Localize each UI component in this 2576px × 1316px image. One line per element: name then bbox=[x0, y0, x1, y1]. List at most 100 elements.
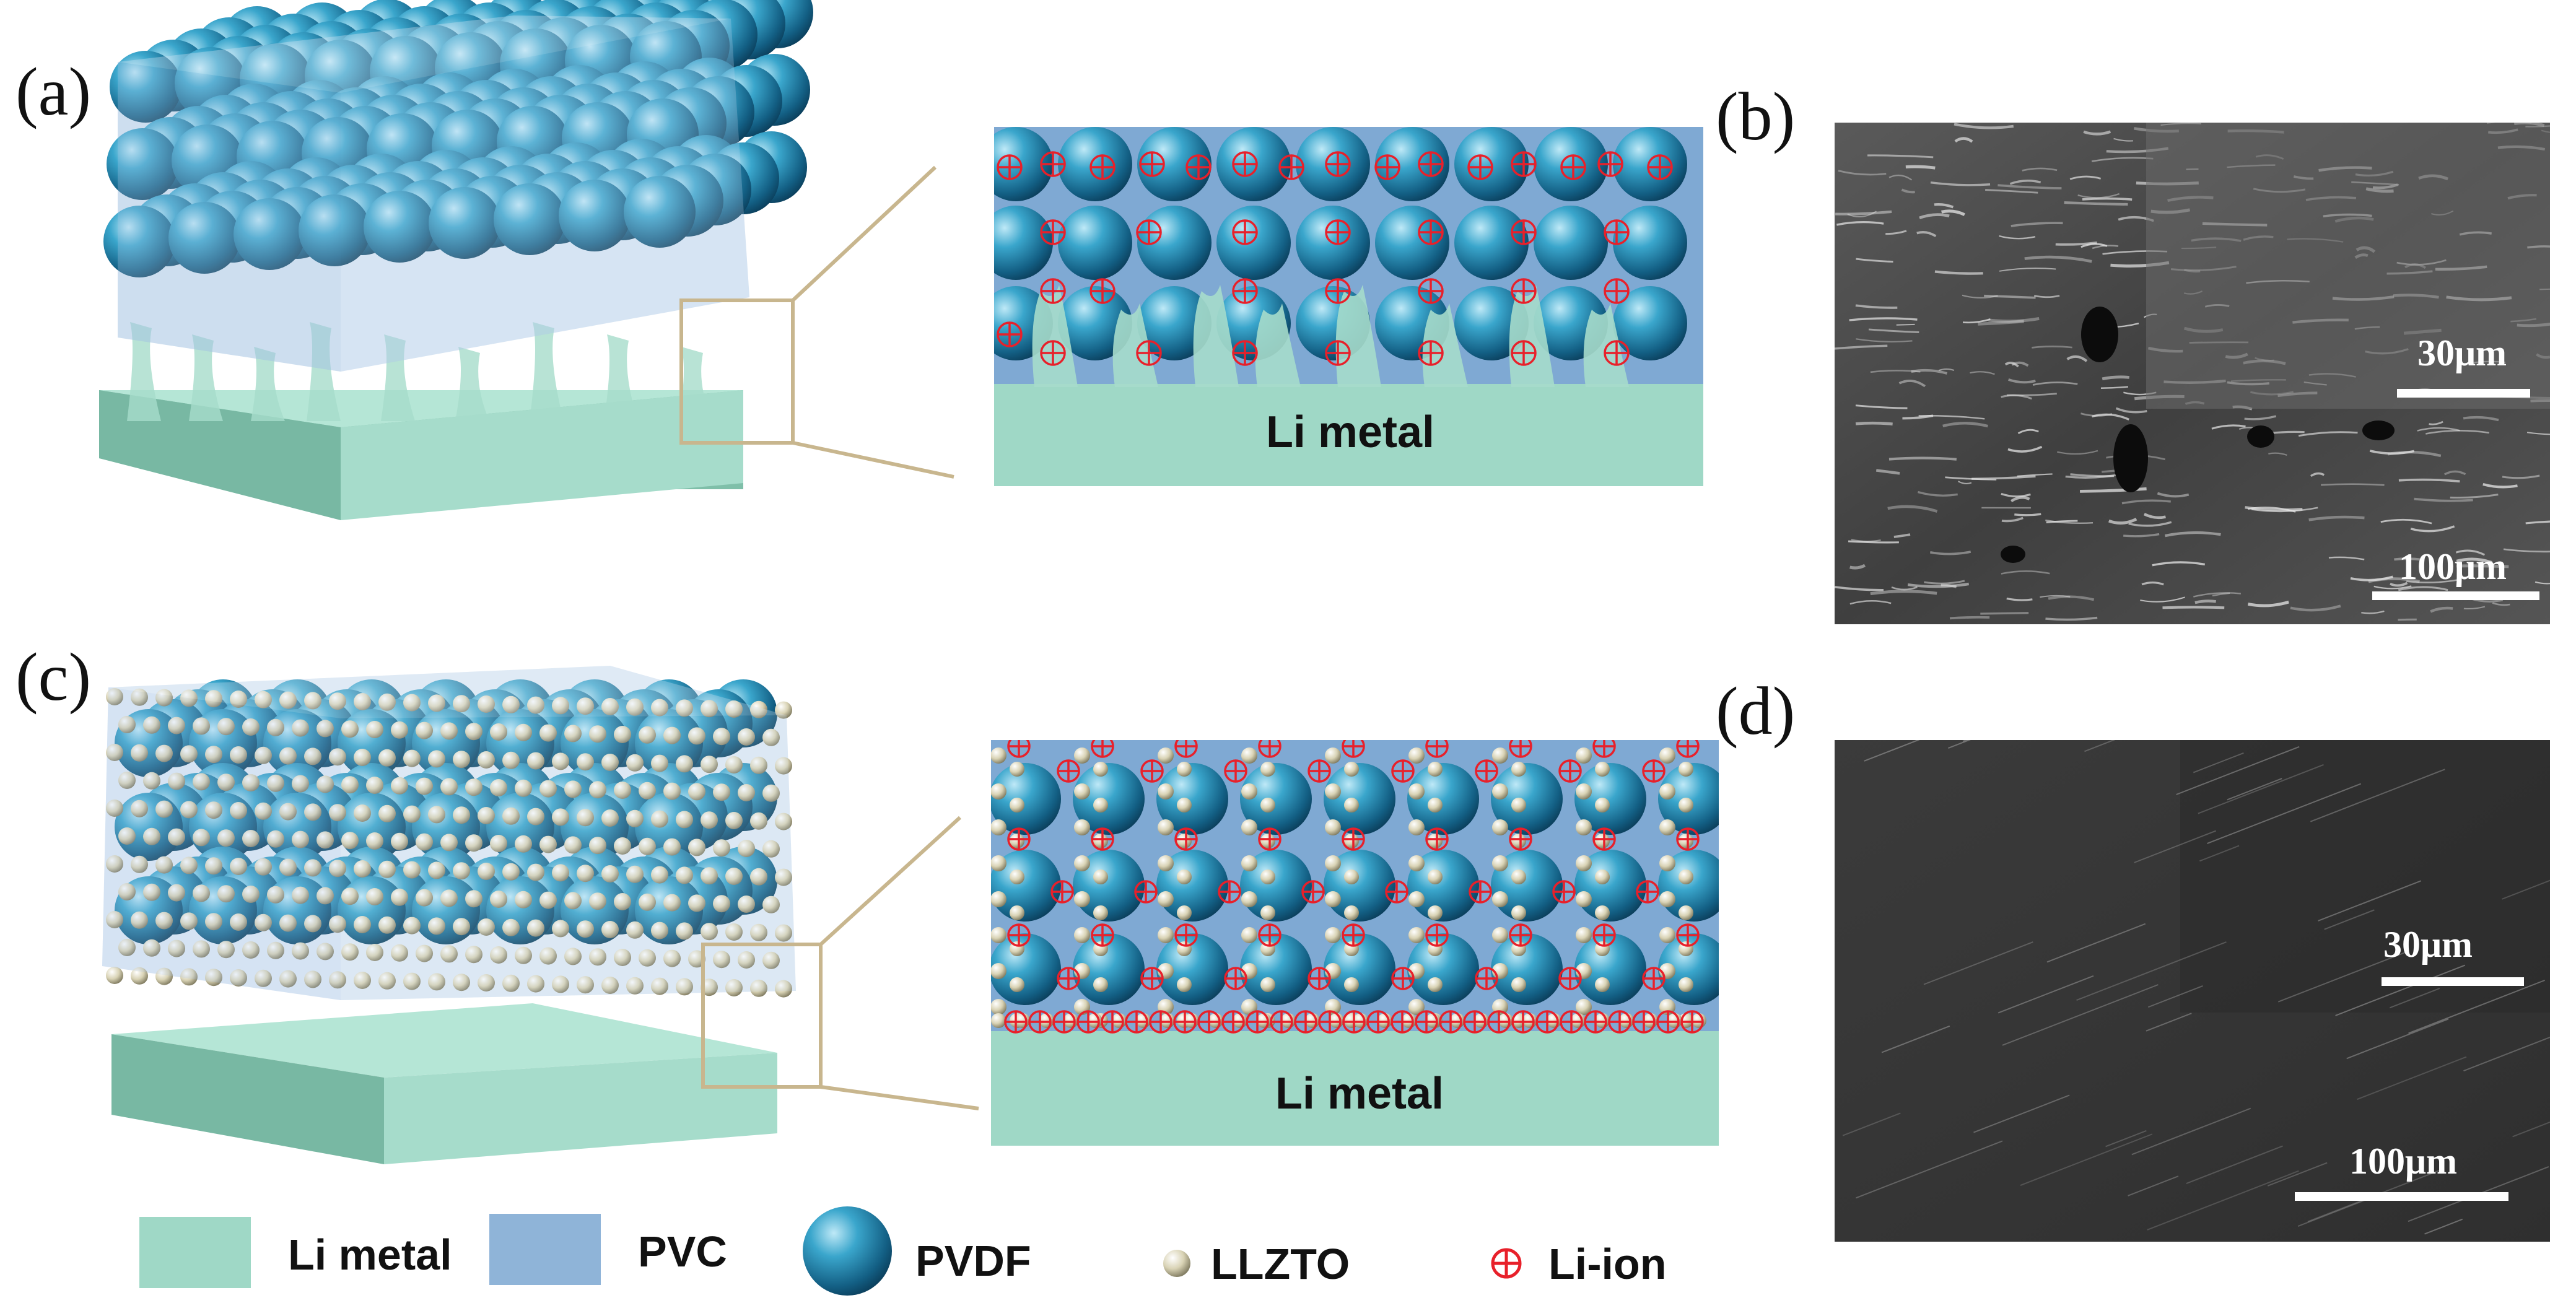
dendrite bbox=[307, 322, 341, 421]
llzto-bead bbox=[1595, 762, 1610, 777]
legend-li-metal-label: Li metal bbox=[288, 1231, 452, 1279]
llzto-bead bbox=[255, 746, 272, 764]
llzto-bead bbox=[230, 802, 247, 819]
llzto-bead bbox=[738, 895, 755, 913]
llzto-bead bbox=[1177, 762, 1192, 777]
li-ion bbox=[1467, 154, 1493, 180]
llzto-bead bbox=[465, 890, 482, 908]
zoom-c-li-metal-label: Li metal bbox=[1275, 1069, 1444, 1118]
llzto-bead bbox=[1010, 762, 1024, 777]
llzto-bead bbox=[1492, 819, 1508, 835]
sem-d-scratch bbox=[2297, 1196, 2374, 1227]
li-ion bbox=[1592, 827, 1616, 851]
llzto-bead bbox=[762, 728, 780, 746]
llzto-bead bbox=[1344, 905, 1359, 920]
llzto-bead bbox=[1177, 798, 1192, 813]
llzto-bead bbox=[1428, 869, 1443, 884]
pvdf-sphere bbox=[991, 933, 1061, 1005]
li-ion bbox=[1232, 340, 1258, 366]
pvdf-sphere bbox=[103, 206, 175, 277]
sem-b-ridge bbox=[2121, 499, 2171, 505]
llzto-bead bbox=[378, 860, 396, 878]
llzto-bead bbox=[1428, 762, 1443, 777]
llzto-bead bbox=[279, 858, 297, 876]
llzto-bead bbox=[614, 726, 631, 743]
sem-b-ridge bbox=[2006, 393, 2057, 396]
llzto-bead bbox=[1576, 927, 1592, 943]
sem-b-ridge bbox=[2157, 492, 2190, 498]
llzto-bead bbox=[991, 1013, 1006, 1028]
li-ion bbox=[1318, 1010, 1342, 1034]
sem-d-scratch bbox=[2193, 752, 2244, 773]
llzto-bead bbox=[1492, 747, 1508, 764]
llzto-bead bbox=[1257, 1013, 1272, 1028]
llzto-bead bbox=[601, 865, 619, 882]
sem-b-ridge bbox=[1980, 612, 2029, 615]
sem-d-scratch bbox=[1855, 1140, 2003, 1199]
llzto-bead bbox=[515, 946, 532, 964]
sem-b-ridge bbox=[2011, 222, 2063, 227]
llzto-bead bbox=[217, 829, 235, 847]
pvdf-sphere bbox=[234, 198, 305, 270]
li-ion bbox=[1091, 923, 1114, 947]
dendrite bbox=[127, 322, 161, 421]
sem-b-ridge bbox=[1916, 230, 1937, 237]
sem-b-ridge bbox=[2290, 604, 2341, 612]
llzto-bead bbox=[1619, 1013, 1634, 1028]
llzto-bead bbox=[688, 839, 705, 856]
sem-b-ridge bbox=[2064, 201, 2128, 206]
sem-b-ridge bbox=[1848, 540, 1899, 544]
llzto-bead bbox=[1325, 855, 1341, 871]
sem-b-ridge bbox=[2429, 421, 2443, 425]
li-ion bbox=[1721, 881, 1742, 902]
llzto-bead bbox=[527, 808, 544, 826]
llzto-bead bbox=[577, 753, 594, 771]
llzto-bead bbox=[217, 885, 235, 903]
llzto-bead bbox=[725, 923, 743, 941]
llzto-bead bbox=[663, 949, 681, 967]
llzto-bead bbox=[143, 883, 160, 901]
li-ion bbox=[1007, 827, 1031, 851]
sem-b-ridge bbox=[1887, 505, 1938, 513]
llzto-bead bbox=[1474, 1013, 1489, 1028]
llzto-bead bbox=[465, 834, 482, 852]
llzto-bead bbox=[713, 895, 730, 913]
llzto-bead bbox=[1233, 1013, 1247, 1028]
llzto-bead bbox=[329, 860, 346, 878]
llzto-bead bbox=[564, 892, 582, 910]
llzto-bead bbox=[465, 723, 482, 741]
llzto-bead bbox=[676, 755, 693, 773]
sem-b-ridge bbox=[2380, 518, 2432, 525]
legend-llzto-label: LLZTO bbox=[1211, 1240, 1350, 1288]
llzto-bead bbox=[1576, 891, 1592, 907]
sem-b-ridge bbox=[2083, 130, 2111, 136]
llzto-bead bbox=[255, 969, 272, 987]
llzto-bead bbox=[106, 688, 123, 705]
llzto-bead bbox=[589, 725, 606, 743]
sem-b-ridge bbox=[1867, 154, 1934, 159]
llzto-bead bbox=[242, 830, 260, 847]
llzto-bead bbox=[217, 773, 235, 791]
llzto-bead bbox=[725, 979, 743, 996]
llzto-bead bbox=[651, 922, 668, 939]
li-ion bbox=[1301, 880, 1325, 904]
li-slab-c-side bbox=[384, 1053, 777, 1164]
li-ion bbox=[1642, 759, 1666, 783]
pvdf-sphere bbox=[1073, 850, 1145, 922]
sem-d-texture bbox=[1842, 740, 2550, 1235]
sem-b-ridge bbox=[2001, 516, 2024, 523]
pvdf-sphere bbox=[559, 180, 631, 251]
sem-b-ridge bbox=[2369, 450, 2415, 455]
llzto-bead bbox=[1679, 762, 1693, 777]
llzto-bead bbox=[502, 918, 520, 936]
pvdf-sphere bbox=[1407, 933, 1479, 1005]
llzto-bead bbox=[775, 924, 792, 942]
sem-d-scratch bbox=[2199, 845, 2240, 862]
llzto-bead bbox=[1241, 855, 1257, 871]
llzto-bead bbox=[750, 868, 767, 886]
li-ion bbox=[1604, 219, 1630, 245]
llzto-bead bbox=[453, 918, 470, 936]
llzto-bead bbox=[180, 801, 198, 819]
sem-d-scratch bbox=[2198, 764, 2324, 814]
pvdf-sphere bbox=[1324, 763, 1395, 835]
